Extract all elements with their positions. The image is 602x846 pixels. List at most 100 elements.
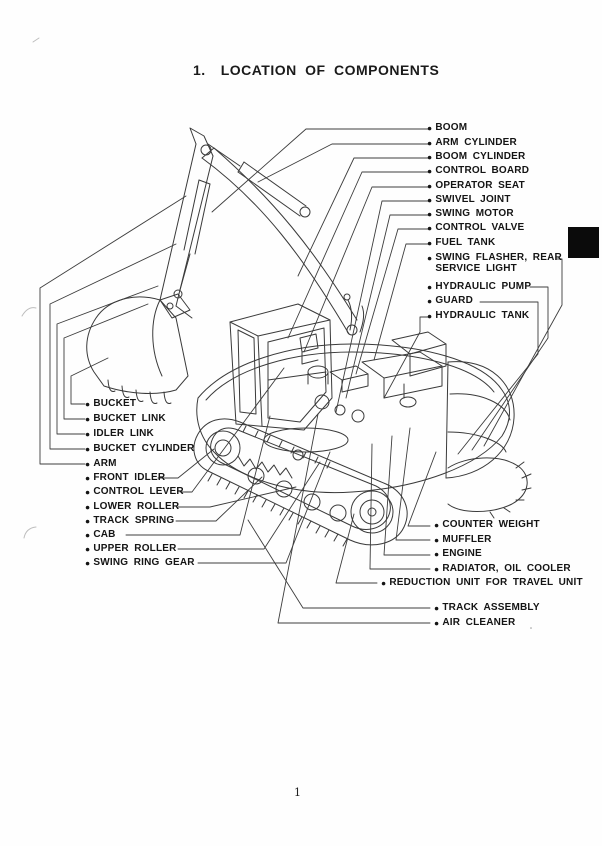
label-idler-link: ●IDLER LINK: [85, 428, 154, 440]
bullet-icon: ●: [427, 123, 433, 133]
bullet-icon: ●: [427, 282, 433, 292]
label-control-valve: ●CONTROL VALVE: [427, 222, 525, 234]
label-text: SERVICE LIGHT: [435, 262, 517, 274]
bullet-icon: ●: [381, 578, 387, 588]
bucket-cylinder: [183, 179, 200, 251]
bullet-icon: ●: [85, 473, 91, 483]
label-text: BUCKET CYLINDER: [93, 443, 195, 454]
bullet-icon: ●: [434, 549, 440, 559]
label-bucket-cylinder: ●BUCKET CYLINDER: [85, 443, 195, 455]
bullet-icon: ●: [427, 209, 433, 219]
label-text: SWING FLASHER, REAR: [435, 252, 562, 263]
bullet-icon: ●: [427, 238, 433, 248]
label-text: TRACK ASSEMBLY: [442, 602, 540, 613]
bullet-icon: ●: [85, 530, 91, 540]
label-hydraulic-tank: ●HYDRAULIC TANK: [427, 310, 530, 322]
label-text: BOOM: [435, 122, 468, 133]
label-track-spring: ●TRACK SPRING: [85, 515, 175, 527]
label-text: HYDRAULIC TANK: [435, 310, 530, 321]
label-guard: ●GUARD: [427, 295, 474, 307]
leader-lines: [39, 128, 563, 624]
label-text: CAB: [93, 529, 116, 540]
arm: [159, 143, 197, 301]
label-cab: ●CAB: [85, 529, 116, 541]
bullet-icon: ●: [85, 487, 91, 497]
label-reduction-unit-for-travel-unit: ●REDUCTION UNIT FOR TRAVEL UNIT: [381, 577, 583, 589]
page-number: 1: [294, 786, 301, 799]
label-text: ARM: [93, 458, 117, 469]
label-text: ENGINE: [442, 548, 482, 559]
bullet-icon: ●: [427, 311, 433, 321]
label-fuel-tank: ●FUEL TANK: [427, 237, 496, 249]
label-text: UPPER ROLLER: [93, 543, 177, 554]
track-spring-coil: [237, 455, 293, 479]
far-track: [447, 457, 528, 512]
label-text: FUEL TANK: [435, 237, 496, 248]
bullet-icon: ●: [427, 138, 433, 148]
label-bucket: ●BUCKET: [85, 398, 136, 410]
label-text: LOWER ROLLER: [93, 501, 180, 512]
label-text: GUARD: [435, 295, 474, 306]
bullet-icon: ●: [85, 429, 91, 439]
label-swing-ring-gear: ●SWING RING GEAR: [85, 557, 195, 569]
label-muffler: ●MUFFLER: [434, 534, 492, 546]
label-boom: ●BOOM: [427, 122, 468, 134]
hydraulic-tank-box: [391, 331, 447, 355]
swing-ring: [263, 427, 349, 453]
bucket: [86, 296, 189, 394]
label-text: SWIVEL JOINT: [435, 194, 511, 205]
label-text: RADIATOR, OIL COOLER: [442, 563, 571, 574]
label-hydraulic-pump: ●HYDRAULIC PUMP: [427, 281, 532, 293]
index-tab: [568, 227, 599, 258]
label-control-board: ●CONTROL BOARD: [427, 165, 530, 177]
bullet-icon: ●: [427, 296, 433, 306]
bullet-icon: ●: [85, 544, 91, 554]
counterweight: [445, 361, 515, 479]
bullet-icon: ●: [85, 399, 91, 409]
label-boom-cylinder: ●BOOM CYLINDER: [427, 151, 525, 163]
bullet-icon: ●: [85, 459, 91, 469]
bullet-icon: ●: [85, 516, 91, 526]
label-bucket-link: ●BUCKET LINK: [85, 413, 166, 425]
label-text: SWING RING GEAR: [93, 557, 195, 568]
label-text: COUNTER WEIGHT: [442, 519, 540, 530]
label-air-cleaner: ●AIR CLEANER: [434, 617, 515, 629]
upper-roller-wheel: [292, 449, 304, 461]
bucket-link: [159, 293, 191, 319]
label-swivel-joint: ●SWIVEL JOINT: [427, 194, 511, 206]
bullet-icon: ●: [434, 564, 440, 574]
label-upper-roller: ●UPPER ROLLER: [85, 543, 177, 555]
label-text: OPERATOR SEAT: [435, 180, 525, 191]
travel-reduction-unit: [350, 490, 394, 534]
bullet-icon: ●: [434, 618, 440, 628]
bullet-icon: ●: [434, 520, 440, 530]
label-text: CONTROL VALVE: [435, 222, 525, 233]
label-lower-roller: ●LOWER ROLLER: [85, 501, 180, 513]
label-text: CONTROL LEVER: [93, 486, 184, 497]
bullet-icon: ●: [85, 444, 91, 454]
label-text: FRONT IDLER: [93, 472, 166, 483]
bullet-icon: ●: [85, 502, 91, 512]
page-title: 1. LOCATION OF COMPONENTS: [193, 62, 439, 78]
label-track-assembly: ●TRACK ASSEMBLY: [434, 602, 540, 614]
label-text: MUFFLER: [442, 534, 492, 545]
seat: [299, 333, 319, 353]
section-number: 1.: [193, 62, 206, 78]
label-text: CONTROL BOARD: [435, 165, 530, 176]
bullet-icon: ●: [427, 195, 433, 205]
label-arm: ●ARM: [85, 458, 117, 470]
boom: [201, 157, 350, 335]
label-text: HYDRAULIC PUMP: [435, 281, 532, 292]
label-arm-cylinder: ●ARM CYLINDER: [427, 137, 517, 149]
cab: [229, 303, 333, 431]
label-control-lever: ●CONTROL LEVER: [85, 486, 184, 498]
label-text: TRACK SPRING: [93, 515, 175, 526]
scan-marks: [21, 37, 576, 629]
label-swing-motor: ●SWING MOTOR: [427, 208, 514, 220]
front-idler-wheel: [205, 430, 241, 466]
bullet-icon: ●: [85, 558, 91, 568]
label-counter-weight: ●COUNTER WEIGHT: [434, 519, 540, 531]
deck: [196, 343, 510, 494]
excavator-drawing: [86, 127, 532, 547]
